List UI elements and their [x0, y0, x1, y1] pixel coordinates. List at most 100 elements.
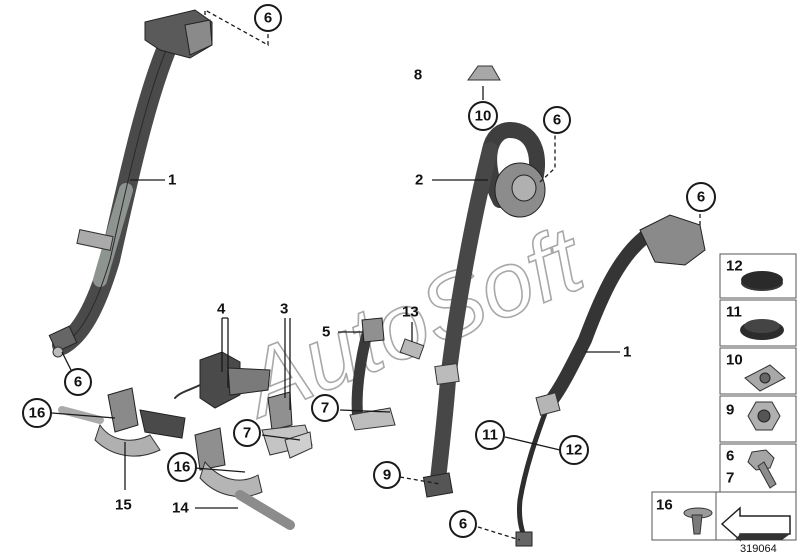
buckle-part-15-spring [94, 423, 161, 457]
callout-9-number: 9 [383, 467, 391, 484]
leader-6-bottom [477, 526, 521, 541]
panel-row-16: 16 [651, 491, 797, 542]
left-belt-latch-plate [76, 229, 114, 251]
callout-6-mid-number: 6 [553, 112, 561, 129]
callout-9: 9 [373, 461, 401, 489]
left-belt-webbing-highlight [93, 183, 133, 287]
clip-part-13 [399, 338, 425, 360]
callout-7-b: 7 [233, 419, 261, 447]
arrow-badge-icon [720, 506, 791, 542]
panel-row-12-number: 12 [726, 258, 743, 275]
buckle-part-3 [267, 391, 293, 431]
label-3: 3 [280, 301, 288, 318]
label-8: 8 [414, 67, 422, 84]
buckle-part-14-spring [199, 460, 263, 498]
buckle-part-4-stalk [227, 367, 271, 396]
panel-row-10: 10 [719, 347, 797, 395]
panel-row-16-number: 16 [656, 497, 673, 514]
callout-12: 12 [559, 435, 589, 465]
buckle-part-14-body [194, 427, 226, 471]
middle-belt-retractor-hub [511, 174, 537, 202]
clip-nut-icon [744, 364, 786, 392]
cover-cap-part [467, 65, 501, 81]
right-belt-lap-strap [517, 402, 551, 543]
callout-11: 11 [475, 420, 505, 450]
leader-7-b [261, 434, 301, 441]
buckle-part-15-body [107, 387, 139, 433]
leader-16-a [51, 412, 116, 419]
label-2: 2 [415, 172, 423, 189]
leader-lines [51, 8, 701, 541]
middle-belt-end-fitting [422, 472, 454, 498]
callout-11-number: 11 [482, 427, 498, 444]
diagram-id: 319064 [740, 543, 777, 555]
label-15: 15 [115, 497, 132, 514]
callout-7-b-number: 7 [243, 425, 251, 442]
callout-6-top: 6 [254, 4, 282, 32]
right-belt-retractor [639, 214, 706, 266]
grommet-icon [741, 271, 783, 291]
panel-row-7-number: 7 [726, 470, 734, 487]
leader-7-a [339, 409, 391, 413]
callout-6-left: 6 [64, 368, 92, 396]
panel-row-11: 11 [719, 299, 797, 347]
right-belt-latch [535, 392, 561, 416]
callout-7-a: 7 [311, 394, 339, 422]
label-14: 14 [172, 500, 189, 517]
parts-panel: 12 11 10 9 [651, 253, 797, 542]
callout-16-b-number: 16 [174, 459, 191, 476]
left-belt-anchor-plate [48, 325, 78, 353]
leader-3 [284, 318, 291, 410]
callout-6-right: 6 [686, 182, 716, 212]
right-belt-webbing [541, 223, 662, 412]
callout-6-mid: 6 [543, 106, 571, 134]
panel-row-12: 12 [719, 253, 797, 299]
leader-6-left [61, 351, 73, 373]
middle-seat-belt [422, 122, 546, 498]
label-4: 4 [217, 301, 226, 318]
callout-12-number: 12 [566, 442, 583, 459]
callout-10: 10 [468, 101, 498, 131]
hex-nut-icon [747, 401, 781, 431]
left-belt-webbing-edge [61, 29, 176, 346]
callout-circles: 6 6 10 6 6 16 16 7 7 9 11 12 6 [22, 4, 716, 538]
leader-6-top [204, 8, 269, 47]
callout-10-number: 10 [475, 108, 492, 125]
leader-4 [221, 317, 229, 388]
panel-row-6-number: 6 [726, 448, 734, 465]
panel-row-6-7: 6 7 [719, 443, 797, 493]
left-belt-webbing [52, 20, 185, 355]
callout-7-a-number: 7 [321, 400, 329, 417]
callout-6-bottom: 6 [449, 510, 477, 538]
label-1-left: 1 [168, 172, 176, 189]
leader-16-b [194, 467, 246, 473]
left-belt-retractor-face [184, 19, 213, 56]
right-belt-anchor [515, 531, 533, 547]
label-5: 5 [322, 324, 330, 341]
label-13: 13 [402, 304, 419, 321]
leader-6-mid [539, 135, 556, 183]
callout-16-b: 16 [167, 452, 197, 482]
buckle-part-5-head [361, 317, 385, 343]
buckle-part-5-bracket [349, 407, 396, 431]
callout-6-right-number: 6 [697, 189, 705, 206]
grommet-icon [740, 319, 784, 340]
hex-bolt-icon [747, 449, 777, 489]
panel-row-9-number: 9 [726, 402, 734, 419]
leader-11-12 [504, 436, 561, 451]
torx-screw-icon [683, 507, 713, 535]
callout-6-left-number: 6 [74, 374, 82, 391]
callout-16-a: 16 [22, 398, 52, 428]
panel-row-10-number: 10 [726, 352, 743, 369]
buckle-part-15-stalk [139, 409, 186, 439]
callout-6-bottom-number: 6 [459, 516, 467, 533]
callout-16-a-number: 16 [29, 405, 46, 422]
left-belt-bolt [52, 346, 64, 358]
right-seat-belt [515, 214, 706, 547]
middle-belt-guide [434, 362, 460, 386]
middle-belt-webbing [430, 142, 498, 488]
panel-row-11-number: 11 [726, 304, 742, 321]
label-1-right: 1 [623, 344, 631, 361]
buckle-part-14-bolt [235, 490, 295, 530]
